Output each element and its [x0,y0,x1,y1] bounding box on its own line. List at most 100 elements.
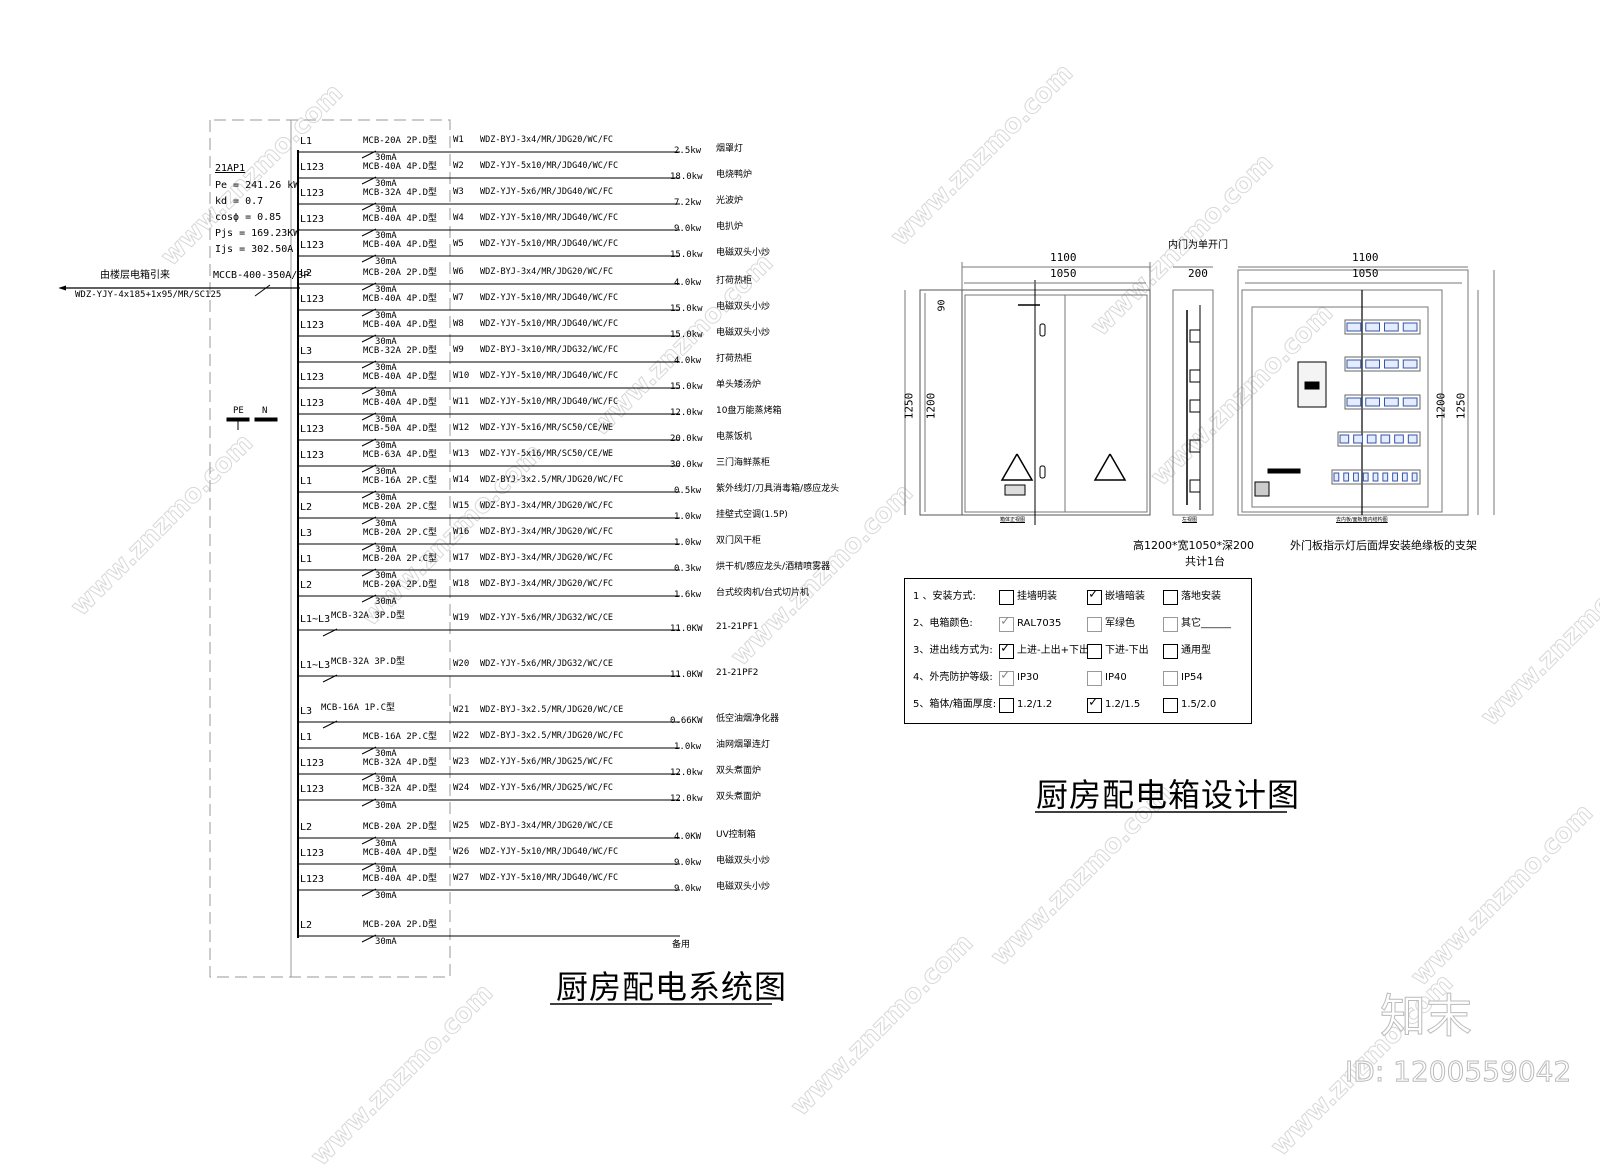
circuit-id: W27 [453,873,470,883]
option-choice-label: 落地安装 [1181,591,1221,602]
circuit-breaker: MCB-40A 4P.D型 [363,320,438,330]
option-checkbox[interactable] [1087,617,1102,632]
circuit-phase: L1 [300,732,313,743]
circuit-load: 光波炉 [716,196,744,206]
circuit-load: 紫外线灯/刀具消毒箱/感应龙头 [716,484,840,494]
main-breaker-label: MCCB-400-350A/3P [213,270,310,281]
circuit-breaker: MCB-20A 2P.D型 [363,268,438,278]
option-checkbox[interactable] [1087,671,1102,686]
option-label: 3、进出线方式为: [913,645,993,656]
circuit-load: 备用 [672,940,691,950]
circuit-phase: L1~L3 [300,660,331,671]
rcd-rating: 30mA [375,597,397,607]
option-checkbox[interactable]: ✓ [999,667,1014,686]
circuit-cable: WDZ-YJY-5x6/MR/JDG25/WC/FC [480,757,614,767]
circuit-id: W22 [453,731,470,741]
option-checkbox[interactable] [999,698,1014,713]
circuit-load: 10盘万能蒸烤箱 [716,406,782,416]
circuit-breaker: MCB-40A 4P.D型 [363,398,438,408]
option-checkbox[interactable] [1163,590,1178,605]
circuit-breaker: MCB-20A 2P.C型 [363,554,438,564]
circuit-power: 15.0kw [670,382,703,392]
circuit-phase: L2 [300,822,313,833]
circuit-phase: L1 [300,136,313,147]
circuit-power: 0.66KW [670,716,703,726]
rcd-rating: 30mA [375,571,397,581]
rcd-rating: 30mA [375,545,397,555]
option-checkbox[interactable] [999,590,1014,605]
check-icon: ✓ [1001,640,1010,656]
circuit-breaker: MCB-40A 4P.D型 [363,848,438,858]
circuit-power: 1.0kw [674,742,702,752]
option-checkbox[interactable]: ✓ [999,640,1014,659]
check-icon: ✓ [1089,694,1098,710]
option-label: 4、外壳防护等级: [913,672,993,683]
circuit-cable: WDZ-YJY-5x10/MR/JDG40/WC/FC [480,847,619,857]
circuit-cable: WDZ-BYJ-3x10/MR/JDG32/WC/FC [480,345,619,355]
circuit-id: W26 [453,847,470,857]
circuit-breaker: MCB-40A 4P.D型 [363,372,438,382]
incoming-label: 由楼层电箱引来 [100,270,170,281]
circuit-phase: L1 [300,554,313,565]
circuit-phase: L3 [300,528,313,539]
circuit-load: 21-21PF2 [716,668,759,678]
option-checkbox[interactable] [1163,644,1178,659]
circuit-cable: WDZ-YJY-5x10/MR/JDG40/WC/FC [480,213,619,223]
option-checkbox[interactable] [1087,644,1102,659]
option-checkbox[interactable]: ✓ [1087,587,1102,605]
rcd-rating: 30mA [375,749,397,759]
option-choice-label: 通用型 [1181,645,1211,656]
panel-id: 21AP1 [215,163,246,174]
rcd-rating: 30mA [375,891,397,901]
rcd-rating: 30mA [375,519,397,529]
check-icon: ✓ [1001,667,1010,683]
circuit-id: W16 [453,527,470,537]
circuit-load: 油网烟罩连灯 [716,740,771,750]
option-checkbox[interactable] [1163,698,1178,713]
circuit-load: 电磁双头小炒 [716,302,771,312]
option-checkbox[interactable]: ✓ [1087,694,1102,713]
option-checkbox[interactable] [1163,671,1178,686]
circuit-power: 9.0kw [674,884,702,894]
circuit-id: W18 [453,579,470,589]
circuit-id: W21 [453,705,470,715]
circuit-phase: L2 [300,502,313,513]
option-label: 2、电箱颜色: [913,618,973,629]
circuit-cable: WDZ-YJY-5x10/MR/JDG40/WC/FC [480,873,619,883]
circuit-load: 挂壁式空调(1.5P) [716,510,788,520]
circuit-load: 打荷热柜 [716,276,753,286]
option-label: 1 、安装方式: [913,591,976,602]
circuit-breaker: MCB-20A 2P.C型 [363,528,438,538]
rcd-rating: 30mA [375,205,397,215]
inner-outer-width: 1100 [1352,251,1379,264]
circuit-cable: WDZ-BYJ-3x4/MR/JDG20/WC/FC [480,267,614,277]
side-depth: 200 [1188,267,1208,280]
pe-bus-label: PE [233,406,244,416]
image-id: ID: 1200559042 [1344,1055,1572,1089]
circuit-id: W13 [453,449,470,459]
circuit-phase: L123 [300,848,325,859]
circuit-power: 12.0kw [670,768,703,778]
option-checkbox[interactable] [1163,617,1178,632]
circuit-cable: WDZ-BYJ-3x2.5/MR/JDG20/WC/CE [480,705,624,715]
rcd-rating: 30mA [375,179,397,189]
circuit-cable: WDZ-YJY-5x6/MR/JDG40/WC/FC [480,187,614,197]
circuit-breaker: MCB-16A 1P.C型 [321,703,396,713]
circuit-phase: L123 [300,424,325,435]
circuit-load: 电磁双头小炒 [716,882,771,892]
circuit-id: W4 [453,213,464,223]
circuit-id: W17 [453,553,470,563]
circuit-breaker: MCB-40A 4P.D型 [363,874,438,884]
option-checkbox[interactable]: ✓ [999,614,1014,632]
circuit-power: 20.0kw [670,434,703,444]
circuit-phase: L123 [300,784,325,795]
option-choice-label: 军绿色 [1105,618,1135,629]
circuit-id: W23 [453,757,470,767]
circuit-cable: WDZ-BYJ-3x4/MR/JDG20/WC/FC [480,501,614,511]
circuit-breaker: MCB-40A 4P.D型 [363,214,438,224]
schematic-canvas [58,119,1495,1005]
circuit-cable: WDZ-YJY-5x6/MR/JDG25/WC/FC [480,783,614,793]
circuit-breaker: MCB-32A 2P.D型 [363,346,438,356]
